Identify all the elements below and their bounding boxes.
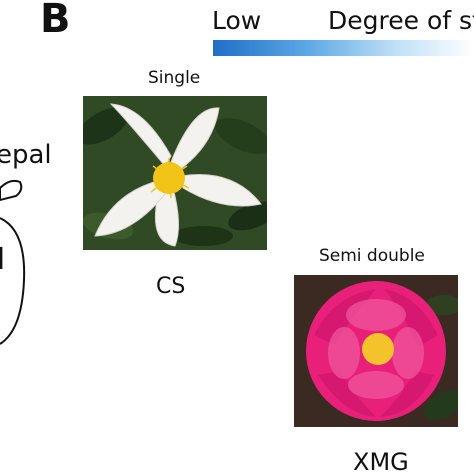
scale-low-label: Low	[212, 6, 262, 35]
semi-double-flower-photo	[294, 275, 458, 427]
scale-title: Degree of st	[328, 6, 474, 35]
flower-type-single: Single	[148, 68, 201, 88]
gradient-scale-bar	[213, 40, 474, 56]
diagram-letter: I	[0, 242, 5, 277]
flower-type-semi-double: Semi double	[319, 246, 425, 266]
flower-structure-diagram-fragment	[0, 179, 26, 345]
flower-code-xmg: XMG	[353, 448, 409, 474]
single-flower-photo	[83, 96, 267, 250]
sepal-label: epal	[0, 140, 52, 170]
panel-letter: B	[40, 0, 70, 42]
flower-code-cs: CS	[156, 274, 186, 299]
